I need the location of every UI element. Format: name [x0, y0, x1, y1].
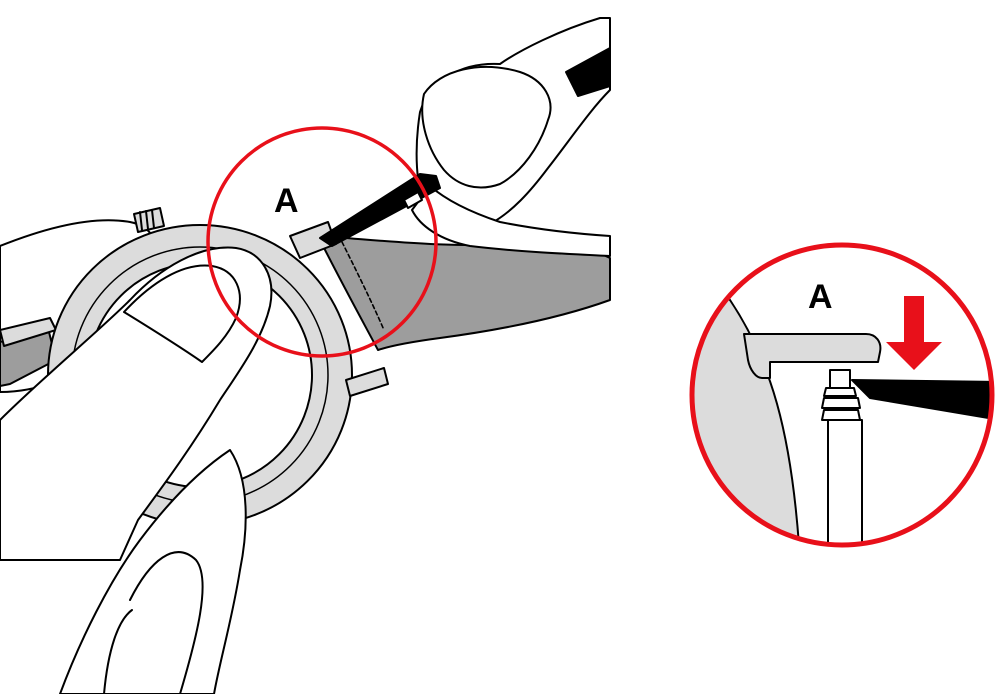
wrist	[59, 449, 247, 694]
tool-tip-collar	[403, 191, 423, 209]
wrist-fold-2	[103, 609, 133, 694]
inset-spring-bar-tube	[827, 419, 863, 545]
inset-spring-bar-shoulder	[823, 387, 857, 397]
detail-inset	[689, 242, 995, 548]
main-illustration	[0, 17, 611, 694]
lower-finger	[411, 185, 611, 257]
bottom-lug	[345, 367, 389, 397]
spring-bar-tool	[319, 173, 441, 247]
inset-spring-bar-ring-2	[821, 409, 861, 421]
right-strap	[317, 235, 611, 351]
inset-spring-bar-ring	[821, 397, 861, 409]
tool-handle	[565, 47, 611, 97]
inset-tool	[851, 379, 992, 421]
detail-callout-label: A	[808, 278, 833, 316]
detail-highlight-circle	[689, 242, 995, 548]
strap-stitching	[341, 241, 385, 331]
main-callout-label: A	[274, 182, 299, 220]
down-arrow-icon	[886, 296, 942, 370]
main-highlight-circle	[206, 126, 438, 358]
fingernail	[421, 65, 552, 189]
wrist-fold	[129, 551, 204, 694]
watch-crown	[133, 207, 165, 233]
inset-lug	[743, 333, 882, 379]
inset-spring-bar-pin	[829, 369, 851, 389]
